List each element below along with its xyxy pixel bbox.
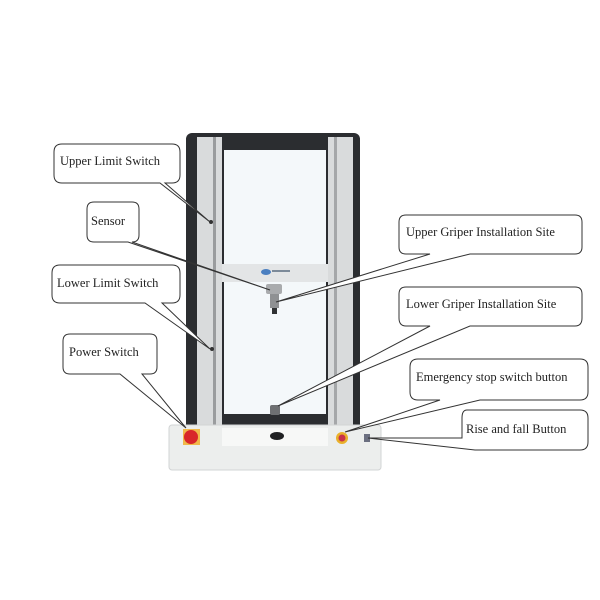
- label-power-switch: Power Switch: [69, 345, 139, 359]
- callout-emergency-stop: [344, 358, 589, 433]
- label-sensor: Sensor: [91, 214, 126, 228]
- label-lower-limit-switch: Lower Limit Switch: [57, 276, 159, 290]
- callout-rise-fall: [367, 409, 589, 451]
- callouts: [51, 143, 589, 451]
- callout-upper-limit-switch: [53, 143, 211, 223]
- label-rise-fall: Rise and fall Button: [466, 422, 567, 436]
- testing-machine: [168, 133, 382, 471]
- label-emergency-stop: Emergency stop switch button: [416, 370, 568, 384]
- label-upper-griper: Upper Griper Installation Site: [406, 225, 555, 239]
- label-upper-limit-switch: Upper Limit Switch: [60, 154, 160, 168]
- callout-lower-griper: [277, 286, 583, 407]
- label-lower-griper: Lower Griper Installation Site: [406, 297, 557, 311]
- callout-power-switch: [62, 333, 187, 429]
- callout-lower-limit-switch: [51, 264, 211, 350]
- callout-upper-griper: [275, 214, 583, 303]
- callout-sensor: [86, 201, 271, 291]
